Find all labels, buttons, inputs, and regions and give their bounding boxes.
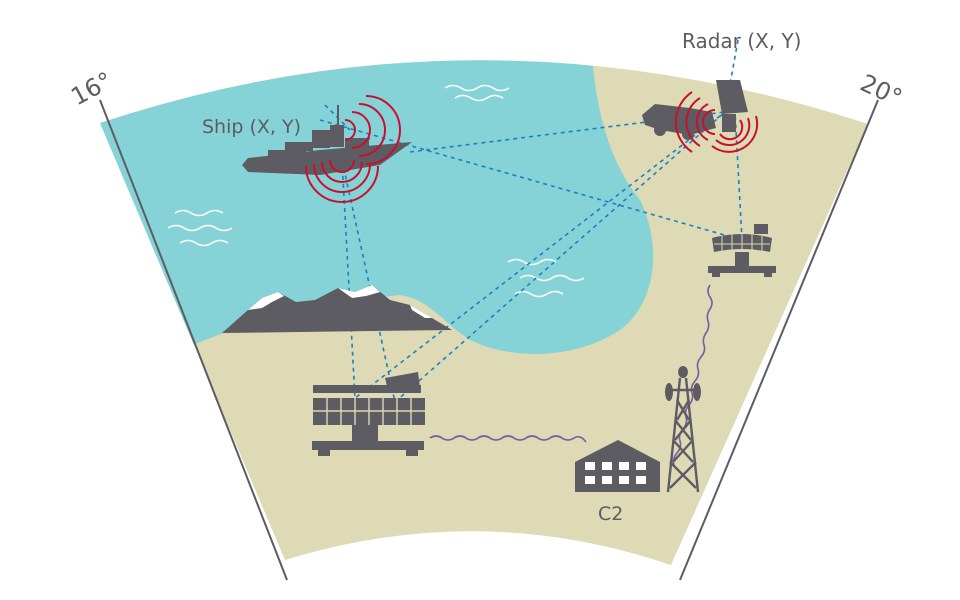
ship-label: Ship (X, Y) bbox=[202, 116, 301, 138]
comm-tower-icon bbox=[666, 377, 700, 493]
sea-waves bbox=[167, 84, 585, 298]
mountain-icon bbox=[222, 285, 452, 333]
c2-label: C2 bbox=[598, 503, 623, 525]
comm-tower-antennas bbox=[665, 366, 701, 401]
angle-label-left: 16° bbox=[66, 66, 117, 111]
radar-label: Radar (X, Y) bbox=[682, 29, 801, 53]
radar-emission-arcs bbox=[674, 91, 759, 153]
sector-edge-left bbox=[99, 99, 288, 581]
command-building-icon bbox=[575, 440, 660, 492]
radar-station-icon bbox=[312, 372, 425, 456]
angle-label-right: 20° bbox=[856, 69, 906, 112]
ship-emission-arcs bbox=[305, 95, 401, 203]
sector-edge-right bbox=[679, 99, 879, 581]
radar-station-icon bbox=[708, 224, 776, 277]
